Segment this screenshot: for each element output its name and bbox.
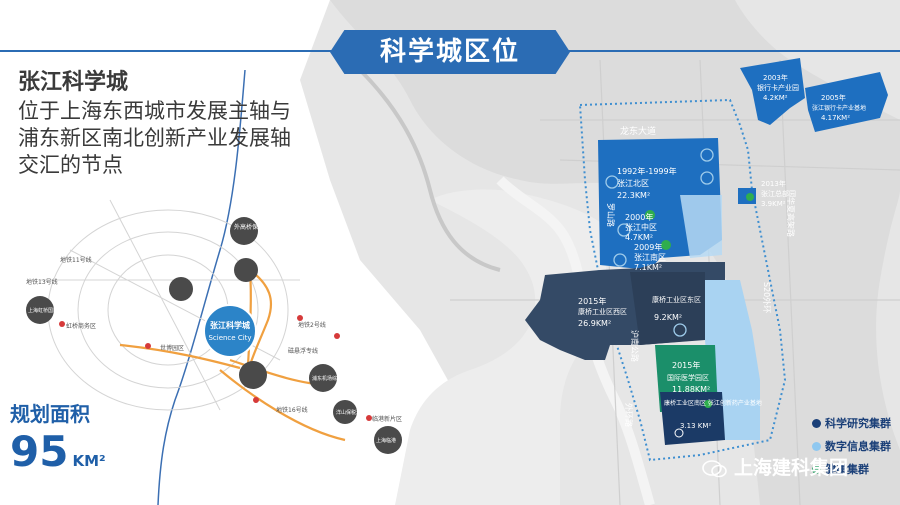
legend-label-health: 健康集群 <box>825 463 869 476</box>
zone-label-mid-2: 张江中区 <box>625 222 657 232</box>
node-label-waigaoqiao: 外高桥保税区 <box>234 223 270 231</box>
road-label-huanlu: 外环路 <box>624 403 634 427</box>
center-node <box>203 304 257 358</box>
watermark: 上海建科集团 <box>702 453 892 483</box>
node-label-dishui: 洋山保税港区 <box>336 409 366 416</box>
metro-label-11: 地铁11号线 <box>60 256 92 264</box>
metro-label-13: 地铁13号线 <box>26 278 58 286</box>
regional-inset-map: 地铁13号线 地铁11号线 地铁2号线 地铁16号线 磁悬浮专线 虹桥商务区 世… <box>26 69 402 505</box>
node-label-century-park: 世博园区 <box>160 344 184 352</box>
zone-label-mid-3: 4.7KM² <box>625 233 653 242</box>
legend-item-digital: 数字信息集群 <box>812 437 900 457</box>
plan-area-label: 规划面积 <box>10 402 90 426</box>
intro-block: 张江科学城 位于上海东西城市发展主轴与浦东新区南北创新产业发展轴交汇的节点 <box>18 70 308 179</box>
plan-area-value: 95 <box>10 427 69 476</box>
plan-area-unit: KM² <box>72 452 106 470</box>
zone-label-kqsouth-3: 3.13 KM² <box>680 422 711 430</box>
intro-body: 位于上海东西城市发展主轴与浦东新区南北创新产业发展轴交汇的节点 <box>18 99 291 177</box>
wechat-icon <box>702 459 727 477</box>
node-label-nanhui: 临港新片区 <box>372 415 402 423</box>
watermark-text: 上海建科集团 <box>734 457 849 479</box>
metro-label-maglev: 磁悬浮专线 <box>288 347 318 355</box>
zone-label-kqwest-2: 康桥工业区西区 <box>578 307 627 316</box>
zone-label-south-1: 2009年 <box>634 242 662 252</box>
zone-card-park-2003 <box>740 58 805 125</box>
zone-label-hq-3: 3.9KM² <box>761 200 786 208</box>
road-label-s20: S20外环 <box>762 282 772 313</box>
road-label-luoshan: 罗山路 <box>606 203 616 227</box>
zone-card-base-2005 <box>805 72 888 132</box>
zone-label-hq-2: 张江总部园 <box>761 189 796 198</box>
zone-label-med-3: 11.88KM² <box>672 385 710 394</box>
road-label-huaxia: 华夏高架路 <box>786 197 796 237</box>
zone-label-north-3: 22.3KM² <box>617 191 650 200</box>
intro-heading: 张江科学城 <box>18 70 129 95</box>
node-label-hongqiao-airport: 上海虹桥国际机场 <box>28 307 68 314</box>
node-label-lingang: 上海临港 <box>376 437 396 444</box>
node-label-hongqiao-hub: 虹桥商务区 <box>66 322 96 330</box>
zone-label-kqeast-2: 康桥工业区东区 <box>652 295 701 304</box>
zone-label-card03-2: 银行卡产业园 <box>757 83 799 92</box>
road-label-hushan: 沪南公路 <box>630 330 640 362</box>
zone-label-card03-1: 2003年 <box>763 73 788 82</box>
zone-label-south-2: 张江南区 <box>634 252 666 262</box>
zone-label-card05-2: 张江银行卡产业基地 <box>812 104 866 112</box>
legend-label-science: 科学研究集群 <box>825 417 891 430</box>
zone-label-card03-3: 4.2KM² <box>763 94 788 102</box>
zone-label-south-3: 7.1KM² <box>634 263 662 272</box>
page-title: 科学城区位 <box>330 30 570 74</box>
left-panel-bg <box>0 0 520 505</box>
legend-item-health: 健康集群 <box>812 460 900 480</box>
zone-label-mid-1: 2000年 <box>625 212 653 222</box>
zone-label-north-1: 1992年-1999年 <box>617 166 677 176</box>
road-label-longdong: 龙东大道 <box>620 125 656 137</box>
legend-label-digital: 数字信息集群 <box>825 440 891 453</box>
zone-label-hq-1: 2013年 <box>761 179 786 188</box>
legend-dot-digital <box>812 442 821 451</box>
legend-dot-health <box>812 465 821 474</box>
zone-label-kqwest-1: 2015年 <box>578 296 606 306</box>
center-node-name: 张江科学城 <box>210 320 250 330</box>
zone-label-card05-1: 2005年 <box>821 93 846 102</box>
zone-label-kqeast-3: 9.2KM² <box>654 313 682 322</box>
node-label-pudong-comp: 浦东机场综合保税区 <box>312 375 357 382</box>
zone-label-north-2: 张江北区 <box>617 179 649 188</box>
river-region <box>395 189 610 505</box>
center-node-name-en: Science City <box>208 334 251 342</box>
zone-label-med-2: 国际医学园区 <box>667 373 709 382</box>
legend-dot-science <box>812 419 821 428</box>
zone-label-kqwest-3: 26.9KM² <box>578 319 611 328</box>
zone-label-card05-3: 4.17KM² <box>821 114 850 122</box>
metro-label-2: 地铁2号线 <box>298 321 326 329</box>
metro-label-16: 地铁16号线 <box>276 406 308 414</box>
legend: 科学研究集群 数字信息集群 健康集群 <box>812 414 900 483</box>
zone-label-med-1: 2015年 <box>672 360 700 370</box>
legend-item-science: 科学研究集群 <box>812 414 900 434</box>
zone-label-kqsouth-2: 康桥工业区南区 张江创新药产业基地 <box>664 399 762 407</box>
